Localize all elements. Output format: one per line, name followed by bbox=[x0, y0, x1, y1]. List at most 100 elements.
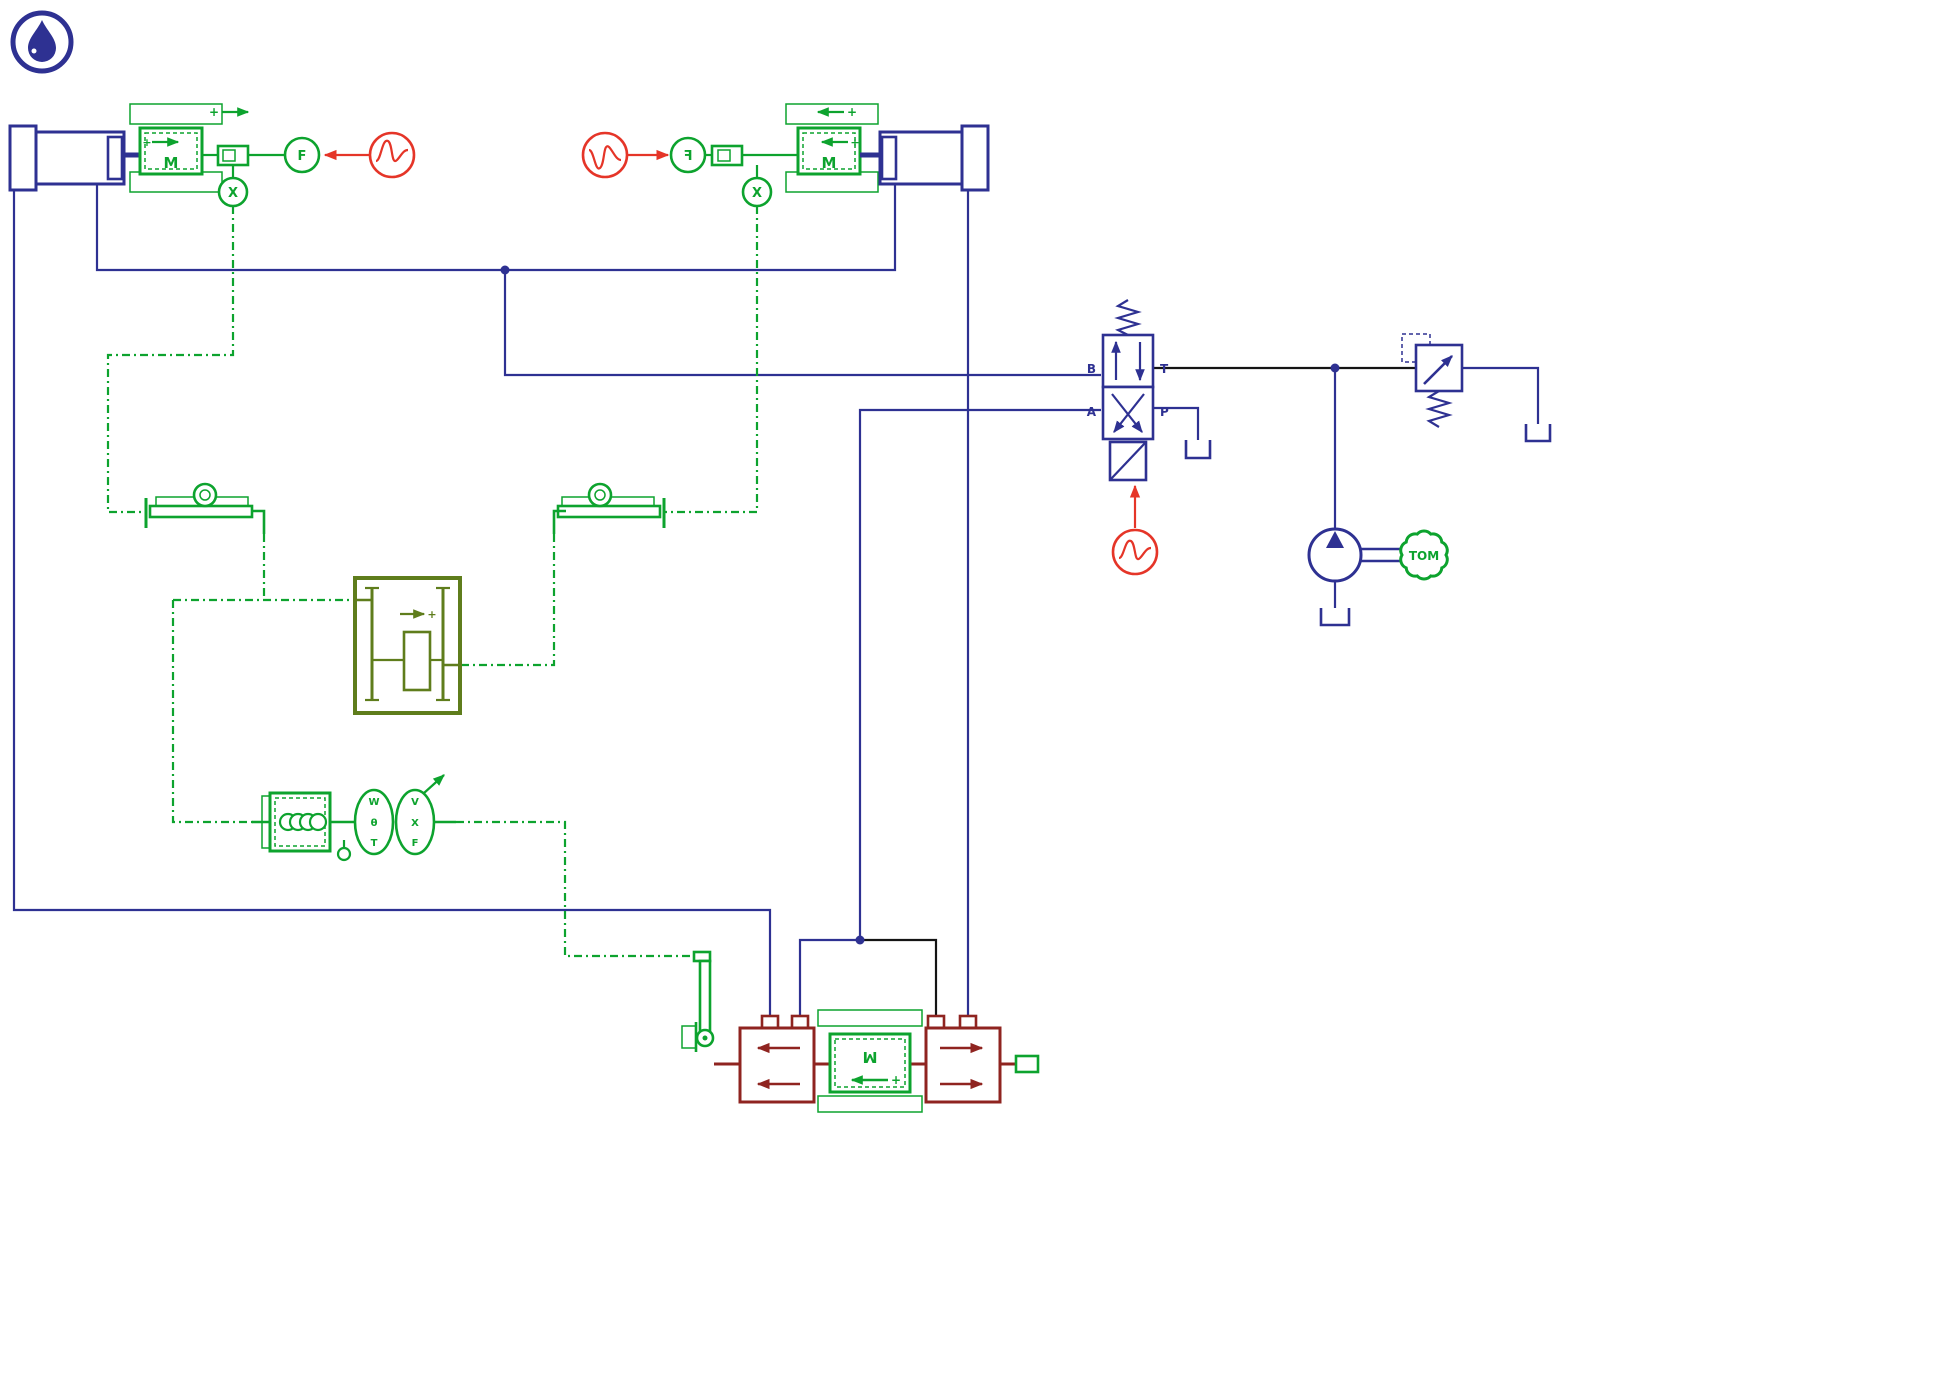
port-tab bbox=[926, 1014, 946, 1030]
valve-port-label-b: B bbox=[1087, 362, 1096, 376]
relief-valve[interactable] bbox=[1401, 333, 1464, 428]
var-label: T bbox=[371, 838, 378, 849]
tank-valve-p[interactable] bbox=[1184, 440, 1212, 460]
gear-rack bbox=[402, 630, 432, 692]
valve-port-label-p: P bbox=[1160, 405, 1169, 419]
port-tab bbox=[760, 1014, 780, 1030]
rotary-converter[interactable]: W θ T bbox=[353, 788, 395, 856]
hydraulic-lines bbox=[12, 184, 1540, 1016]
force-sensor-left[interactable] bbox=[202, 144, 285, 178]
tank-pump[interactable] bbox=[1319, 608, 1351, 627]
ground-hatch bbox=[785, 103, 879, 125]
force-label: F bbox=[684, 149, 693, 164]
line-cyl-left-to-bottom-valve[interactable] bbox=[12, 190, 772, 1016]
plus-sign: + bbox=[142, 136, 151, 149]
prime-mover-tom[interactable]: TOM bbox=[1399, 529, 1449, 581]
signal-source-valve[interactable] bbox=[1111, 484, 1159, 576]
valve-body-right bbox=[924, 1026, 1002, 1104]
link-gear-to-spring[interactable] bbox=[171, 600, 256, 824]
hydraulic-pump[interactable] bbox=[1307, 527, 1400, 583]
feedback-lever[interactable] bbox=[681, 950, 715, 1052]
signal-source-right[interactable] bbox=[581, 131, 670, 179]
pump-triangle-icon bbox=[1326, 531, 1344, 548]
hydraulic-cylinder-right[interactable] bbox=[860, 124, 990, 192]
flow-arrow-icon bbox=[1111, 393, 1143, 433]
piston bbox=[880, 135, 898, 181]
plus-sign: + bbox=[891, 1073, 901, 1087]
link-rack-right-to-gear[interactable] bbox=[460, 534, 556, 667]
port-tab bbox=[790, 1014, 810, 1030]
link-sensor-right-to-rack[interactable] bbox=[664, 206, 759, 514]
position-sensor-right[interactable]: X bbox=[741, 176, 773, 208]
valve-end-block[interactable] bbox=[1014, 1054, 1040, 1074]
mechanical-links bbox=[106, 206, 759, 958]
line-node-to-right-tab[interactable] bbox=[860, 938, 938, 1016]
spring-icon bbox=[1114, 299, 1142, 336]
pivot-hatch bbox=[681, 1025, 697, 1049]
tap-circle bbox=[336, 846, 352, 862]
force-input-right[interactable]: F bbox=[669, 136, 707, 174]
piston bbox=[106, 135, 124, 181]
junction-dot bbox=[1330, 363, 1340, 373]
ground-hatch bbox=[817, 1095, 923, 1113]
motor-label: TOM bbox=[1409, 549, 1439, 563]
line-junction-to-valve-b[interactable] bbox=[503, 270, 1101, 377]
line-valve-a-to-bottom[interactable] bbox=[858, 408, 1101, 940]
force-sensor-right[interactable] bbox=[705, 144, 800, 178]
scalloped-motor-icon bbox=[1399, 529, 1449, 581]
spring-icon bbox=[1425, 390, 1453, 428]
mass-label: M bbox=[822, 154, 837, 172]
hydraulic-cylinder-left[interactable] bbox=[8, 124, 140, 192]
plus-sign: + bbox=[850, 136, 859, 149]
var-label: F bbox=[412, 838, 419, 849]
valve-port-label-t: T bbox=[1160, 362, 1169, 376]
mass-block-bottom[interactable]: M + bbox=[817, 1009, 923, 1113]
linear-converter[interactable]: V X F bbox=[394, 774, 456, 856]
line-node-to-left-tab[interactable] bbox=[798, 938, 860, 1016]
mass-label: M bbox=[863, 1048, 878, 1066]
valve-port-label-a: A bbox=[1087, 405, 1097, 419]
ground-hatch bbox=[129, 103, 223, 125]
rotary-spring[interactable] bbox=[252, 791, 356, 862]
force-label: F bbox=[298, 149, 307, 164]
plus-sign: + bbox=[209, 105, 219, 119]
line-cylinders-bridge[interactable] bbox=[95, 184, 897, 272]
signal-source-left[interactable] bbox=[323, 131, 416, 179]
position-sensor-left[interactable]: X bbox=[217, 176, 249, 208]
coil-icon bbox=[308, 812, 328, 832]
link-converter-to-lever[interactable] bbox=[456, 820, 694, 958]
line-valve-p-to-tank[interactable] bbox=[1153, 406, 1200, 440]
rack-pinion-left[interactable] bbox=[144, 482, 266, 534]
var-label: X bbox=[411, 818, 419, 829]
sensor-label: X bbox=[752, 186, 762, 201]
directional-valve[interactable]: B T A P bbox=[1087, 299, 1169, 482]
junction-dot bbox=[500, 265, 510, 275]
waveform-icon bbox=[375, 139, 409, 163]
port-tab bbox=[958, 1014, 978, 1030]
link-sensor-left-to-rack[interactable] bbox=[106, 206, 235, 514]
pilot-line bbox=[1401, 333, 1431, 363]
gearbox[interactable]: + bbox=[353, 576, 462, 715]
line-relief-to-tank[interactable] bbox=[1462, 366, 1540, 424]
tank-relief[interactable] bbox=[1524, 424, 1552, 443]
lever-arm bbox=[698, 959, 712, 1033]
direction-arrow-icon bbox=[423, 774, 445, 794]
force-input-left[interactable]: F bbox=[283, 136, 321, 174]
valve-body-left bbox=[738, 1026, 816, 1104]
mass-label: M bbox=[164, 154, 179, 172]
var-label: W bbox=[368, 797, 379, 808]
mass-block-left[interactable]: M + + bbox=[129, 103, 250, 193]
flow-arrow-icon bbox=[1423, 355, 1453, 385]
flow-arrow-icon bbox=[1113, 393, 1145, 433]
spool-valve-bottom[interactable] bbox=[714, 1014, 1016, 1104]
var-label: θ bbox=[371, 818, 378, 829]
sensor-label: X bbox=[228, 186, 238, 201]
hydraulics-library-logo bbox=[10, 10, 74, 74]
junction-dot bbox=[855, 935, 865, 945]
rack-pinion-right[interactable] bbox=[552, 482, 666, 534]
var-label: V bbox=[411, 797, 419, 808]
mass-block-right[interactable]: M + + bbox=[785, 103, 879, 193]
plus-sign: + bbox=[427, 608, 436, 621]
